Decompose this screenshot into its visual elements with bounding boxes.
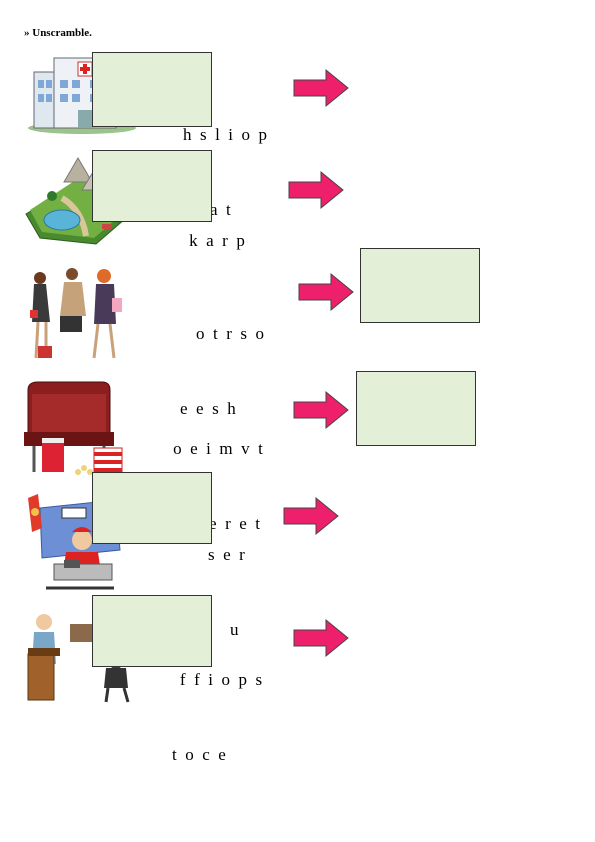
arrow-icon <box>283 496 339 536</box>
arrow-icon <box>293 390 349 430</box>
scrambled-letters-6: f f i o p s t o c e <box>156 617 286 792</box>
scrambled-letters-5: s e r u <box>196 492 276 667</box>
letters-line-1: k a r p <box>189 231 245 250</box>
arrow-icon <box>288 170 344 210</box>
letters-line-2: u <box>230 620 239 639</box>
arrow-icon <box>298 272 354 312</box>
arrow-icon <box>293 68 349 108</box>
letters-line-1: s e r <box>208 545 245 564</box>
answer-box-1[interactable] <box>92 52 212 127</box>
letters-line-2: t o c e <box>172 745 226 764</box>
letters-line-1: o t r s o <box>196 324 264 343</box>
letters-line-2: a t <box>210 200 231 219</box>
letters-line-2: e e s h <box>180 399 236 418</box>
arrow-icon <box>293 618 349 658</box>
answer-box-4[interactable] <box>356 371 476 446</box>
answer-box-6[interactable] <box>92 595 212 667</box>
letters-line-1: o e i m v t <box>173 439 263 458</box>
scrambled-letters-2: k a r p <box>162 178 272 278</box>
movie-theater-icon <box>24 381 123 475</box>
shopping-icon <box>30 268 122 359</box>
answer-box-2[interactable] <box>92 150 212 222</box>
scrambled-letters-1: h s l i o p a t <box>150 72 300 247</box>
letters-line-1: f f i o p s <box>179 670 263 689</box>
answer-box-5[interactable] <box>92 472 212 544</box>
instruction-title: » Unscramble. <box>24 27 92 39</box>
answer-box-3[interactable] <box>360 248 480 323</box>
scrambled-letters-3: o t r s o e e s h <box>174 271 286 446</box>
letters-line-1: h s l i o p <box>182 125 268 144</box>
